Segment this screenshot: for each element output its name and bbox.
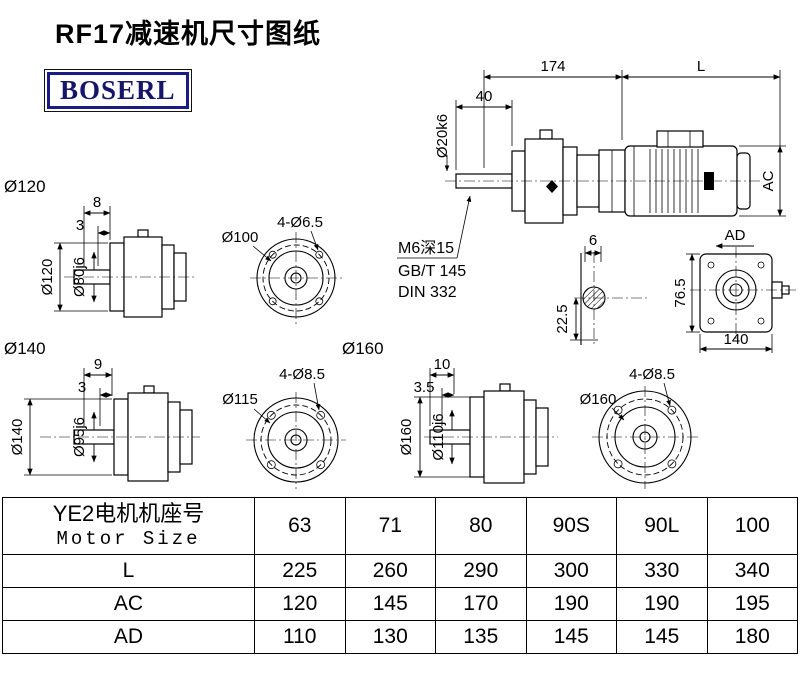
table-row-AD: AD 110 130 135 145 145 180 — [2, 620, 798, 654]
label-160: Ø160 — [342, 339, 384, 358]
col-header: 100 — [706, 497, 798, 555]
table-row-AC: AC 120 145 170 190 190 195 — [2, 587, 798, 621]
page-title: RF17减速机尺寸图纸 — [55, 19, 322, 49]
flange-140-front-view: Ø115 4-Ø8.5 — [222, 366, 346, 489]
table-cell: 190 — [616, 587, 708, 621]
dim-120-od: Ø120 — [39, 259, 56, 296]
assembly-side-view: 174 L 40 Ø20k6 — [434, 58, 786, 249]
dim-140-od: Ø140 — [9, 419, 26, 456]
col-header: 63 — [254, 497, 346, 555]
table-cell: 145 — [616, 620, 708, 654]
boserl-logo: BOSERL — [44, 69, 192, 112]
dim-shaft-diameter: Ø20k6 — [434, 114, 451, 158]
dim-AD: AD — [725, 227, 746, 244]
dim-160-b: 3.5 — [414, 379, 435, 396]
table-cell: 110 — [254, 620, 346, 654]
dim-120-b: 3 — [76, 217, 84, 234]
technical-drawing: 174 L 40 Ø20k6 — [4, 58, 796, 489]
table-cell: 180 — [706, 620, 798, 654]
table-cell: 145 — [525, 620, 617, 654]
dim-140-spigot: Ø95j6 — [71, 417, 88, 457]
row-label: AC — [2, 587, 255, 621]
label-120: Ø120 — [4, 177, 46, 196]
gearbox-top-view: 76.5 140 — [672, 247, 796, 353]
header-cn: YE2电机机座号 — [52, 501, 205, 527]
dim-140-holes: 4-Ø8.5 — [279, 366, 325, 383]
motor-size-table: YE2电机机座号 Motor Size 63 71 80 90S 90L 100… — [2, 497, 798, 654]
dim-120-holes: 4-Ø6.5 — [277, 214, 323, 231]
table-cell: 145 — [344, 587, 436, 621]
dim-160-od: Ø160 — [398, 419, 415, 456]
table-cell: 340 — [706, 554, 798, 588]
table-cell: 120 — [254, 587, 346, 621]
table-cell: 135 — [435, 620, 527, 654]
row-label: L — [2, 554, 255, 588]
flange-120-group: Ø120 8 3 Ø120 Ø80j6 — [4, 177, 196, 318]
table-cell: 130 — [344, 620, 436, 654]
flange-160-group: Ø160 10 3.5 Ø160 Ø110j6 — [342, 339, 558, 484]
table-cell: 170 — [435, 587, 527, 621]
col-header: 71 — [344, 497, 436, 555]
table-header-row: YE2电机机座号 Motor Size 63 71 80 90S 90L 100 — [2, 497, 798, 555]
dim-160-bc: Ø160 — [580, 391, 617, 408]
lifting-lug — [539, 129, 553, 140]
dim-22-5: 22.5 — [554, 304, 571, 333]
col-header: 80 — [435, 497, 527, 555]
dim-76-5: 76.5 — [672, 278, 689, 307]
table-row-L: L 225 260 290 300 330 340 — [2, 554, 798, 588]
dim-160-a: 10 — [434, 356, 451, 373]
dim-140: 140 — [723, 331, 748, 348]
dim-174: 174 — [540, 58, 565, 75]
oil-plug-symbol — [546, 180, 558, 193]
dim-120-spigot: Ø80j6 — [71, 257, 88, 297]
dim-key-width: 6 — [589, 232, 597, 249]
dim-160-holes: 4-Ø8.5 — [629, 366, 675, 383]
table-cell: 190 — [525, 587, 617, 621]
tapped-hole-notes: M6深15 GB/T 145 DIN 332 — [397, 195, 472, 301]
dim-120-bc: Ø100 — [222, 229, 259, 246]
flange-120-front-view: Ø100 4-Ø6.5 — [222, 214, 342, 324]
dim-120-a: 8 — [93, 194, 101, 211]
dim-40: 40 — [476, 88, 493, 105]
flange-160-front-view: Ø160 4-Ø8.5 — [580, 366, 698, 489]
motor-size-header-cell: YE2电机机座号 Motor Size — [2, 497, 255, 555]
dim-140-bc: Ø115 — [222, 391, 258, 408]
terminal-box — [656, 130, 704, 148]
col-header: 90S — [525, 497, 617, 555]
boserl-logo-text: BOSERL — [60, 75, 176, 105]
dim-L: L — [697, 58, 705, 75]
dim-140-a: 9 — [94, 356, 102, 373]
note-gbt: GB/T 145 — [398, 263, 466, 280]
table-cell: 330 — [616, 554, 708, 588]
table-cell: 300 — [525, 554, 617, 588]
table-cell: 260 — [344, 554, 436, 588]
nameplate — [704, 172, 714, 190]
header-en: Motor Size — [56, 527, 201, 550]
dim-160-spigot: Ø110j6 — [430, 413, 447, 460]
flange-140-group: Ø140 9 3 Ø140 Ø95j6 — [4, 339, 200, 482]
table-cell: 195 — [706, 587, 798, 621]
row-label: AD — [2, 620, 255, 654]
dim-AC: AC — [760, 170, 777, 191]
shaft-end-detail: 6 22.5 — [554, 232, 650, 346]
col-header: 90L — [616, 497, 708, 555]
table-cell: 225 — [254, 554, 346, 588]
note-m6: M6深15 — [398, 239, 454, 257]
label-140: Ø140 — [4, 339, 46, 358]
dim-140-b: 3 — [78, 379, 86, 396]
note-din: DIN 332 — [398, 284, 457, 301]
table-cell: 290 — [435, 554, 527, 588]
